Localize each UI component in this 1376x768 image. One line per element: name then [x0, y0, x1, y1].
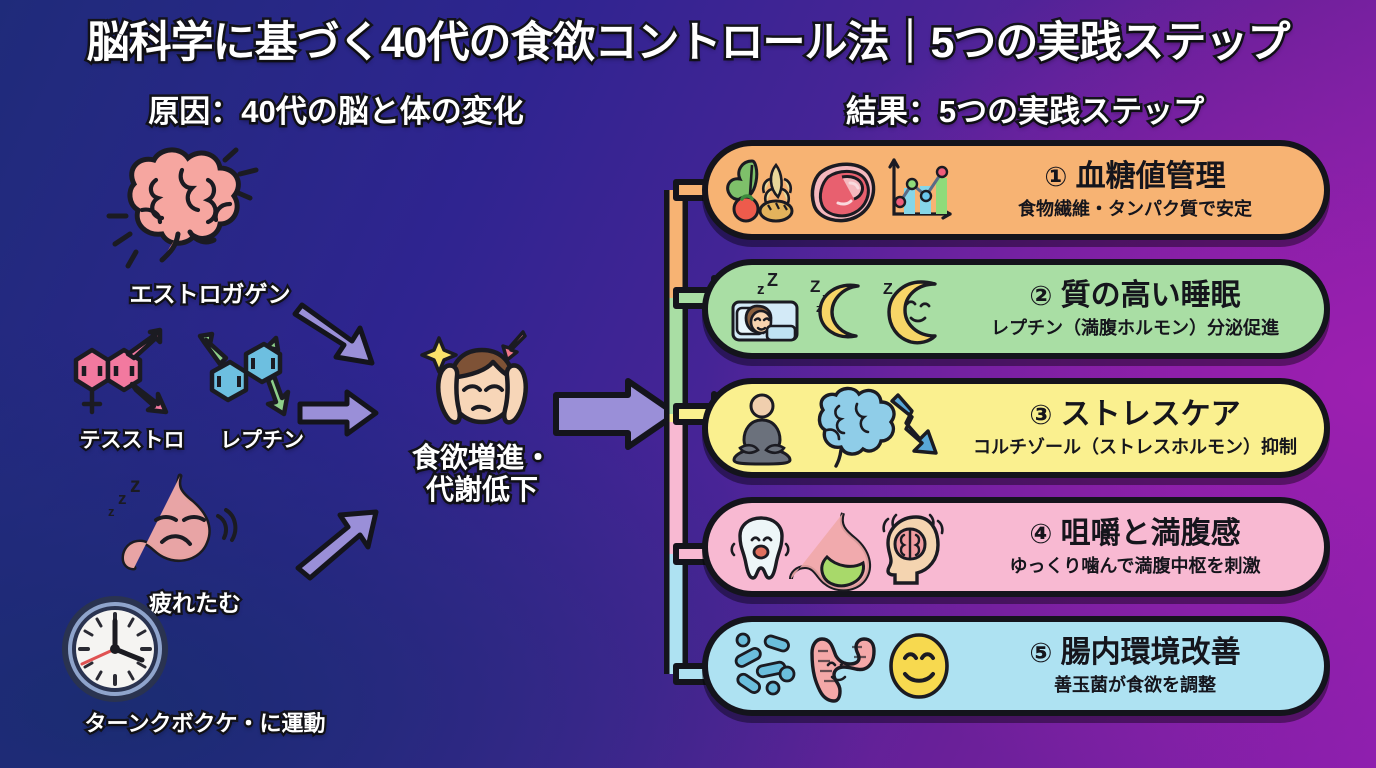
cause-node-estrogen: エストロガゲン — [90, 147, 330, 310]
center-label-line1: 食欲増進・ — [409, 440, 554, 476]
step-3-title: ストレスケア — [1060, 397, 1241, 431]
svg-text:z: z — [118, 489, 127, 508]
step-4-text: ④ 咀嚼と満腹感 ゆっくり噛んで満腹中枢を刺激 — [966, 517, 1324, 578]
cause-label-testosterone: テスストロ — [77, 427, 187, 455]
step-5-title: 腸内環境改善 — [1060, 635, 1241, 669]
step-2-text: ② 質の高い睡眠 レプチン（満腹ホルモン）分泌促進 — [966, 279, 1324, 340]
molecule-pink-icon — [62, 327, 202, 422]
step-1-text: ① 血糖値管理 食物繊維・タンパク質で安定 — [966, 160, 1324, 221]
tooth-icon — [728, 510, 794, 584]
svg-text:Z: Z — [767, 270, 778, 290]
crescent-moon-zzz-icon: Zzz — [808, 274, 878, 344]
cause-node-leptin: レプチン — [192, 330, 332, 454]
step-2-title-line: ② 質の高い睡眠 — [966, 279, 1304, 312]
step-2-number: ② — [1029, 280, 1053, 311]
step-4-title-line: ④ 咀嚼と満腹感 — [966, 517, 1304, 550]
center-label-line2: 代謝低下 — [423, 471, 540, 507]
step-1-icons — [708, 146, 966, 234]
smiley-icon — [885, 630, 953, 702]
svg-text:z: z — [108, 504, 115, 519]
intestine-icon — [808, 629, 880, 703]
step-3-text: ③ ストレスケア コルチゾール（ストレスホルモン）抑制 — [966, 398, 1324, 459]
step-card-5[interactable]: ⑤ 腸内環境改善 善玉菌が食欲を調整 — [702, 616, 1330, 716]
step-card-1[interactable]: ① 血糖値管理 食物繊維・タンパク質で安定 — [702, 140, 1330, 240]
svg-text:z: z — [130, 474, 141, 497]
page-title: 脳科学に基づく40代の食欲コントロール法｜5つの実践ステップ — [84, 17, 1293, 70]
step-1-title-line: ① 血糖値管理 — [966, 160, 1304, 193]
step-2-subtitle: レプチン（満腹ホルモン）分泌促進 — [991, 317, 1279, 338]
svg-text:Z: Z — [810, 277, 820, 296]
step-3-subtitle: コルチゾール（ストレスホルモン）抑制 — [973, 436, 1297, 457]
step-4-icons — [708, 503, 966, 592]
clock-icon — [60, 594, 350, 704]
stressed-person-icon — [372, 330, 592, 442]
step-5-icons — [708, 622, 966, 710]
center-node-appetite: 食欲増進・ 代謝低下 — [372, 330, 592, 507]
svg-text:Z: Z — [883, 281, 893, 298]
cause-section-header: 原因：40代の脳と体の変化 — [146, 92, 526, 132]
bacteria-icon — [727, 630, 803, 702]
step-1-number: ① — [1044, 161, 1068, 192]
step-5-title-line: ⑤ 腸内環境改善 — [966, 636, 1304, 669]
step-5-subtitle: 善玉菌が食欲を調整 — [1054, 674, 1216, 695]
step-1-subtitle: 食物繊維・タンパク質で安定 — [1018, 198, 1252, 219]
cause-node-stomach: z z z 疲れたむ — [100, 470, 290, 618]
arrow-stomach-to-center — [295, 509, 379, 581]
step-4-subtitle: ゆっくり噛んで満腹中枢を刺激 — [1009, 555, 1261, 576]
molecule-blue-green-icon — [192, 330, 332, 422]
step-2-title: 質の高い睡眠 — [1060, 278, 1241, 312]
step-3-title-line: ③ ストレスケア — [966, 398, 1304, 431]
step-1-title: 血糖値管理 — [1075, 159, 1226, 193]
brain-icon — [90, 147, 330, 273]
cause-label-stomach: 疲れたむ — [147, 588, 244, 619]
step-3-number: ③ — [1029, 399, 1053, 430]
head-brain-icon — [880, 509, 952, 585]
cause-label-clock: ターンクボクケ・に運動 — [82, 709, 327, 739]
cause-label-estrogen: エストロガゲン — [127, 279, 293, 310]
line-chart-icon — [882, 156, 954, 224]
tired-stomach-icon: z z z — [100, 470, 290, 582]
stomach-icon — [788, 509, 873, 592]
meditation-icon — [728, 392, 796, 466]
brain-blue-icon — [803, 386, 896, 468]
step-4-title: 咀嚼と満腹感 — [1060, 516, 1241, 550]
step-5-number: ⑤ — [1029, 637, 1053, 668]
crescent-moon-face-icon: Zz — [883, 274, 953, 345]
step-3-icons — [708, 384, 966, 472]
meat-icon — [804, 159, 878, 223]
step-card-3[interactable]: ③ ストレスケア コルチゾール（ストレスホルモン）抑制 — [702, 378, 1330, 478]
result-section-header: 結果：5つの実践ステップ — [843, 92, 1206, 132]
cause-label-leptin: レプチン — [218, 427, 307, 455]
step-5-text: ⑤ 腸内環境改善 善玉菌が食欲を調整 — [966, 636, 1324, 697]
cause-node-testosterone: テスストロ — [62, 327, 202, 455]
vegetables-icon — [726, 155, 800, 225]
cause-node-clock: ターンクボクケ・に運動 — [60, 594, 350, 738]
step-4-number: ④ — [1029, 518, 1053, 549]
svg-text:z: z — [757, 281, 765, 298]
step-card-4[interactable]: ④ 咀嚼と満腹感 ゆっくり噛んで満腹中枢を刺激 — [702, 497, 1330, 597]
down-arrow-icon — [888, 389, 952, 467]
